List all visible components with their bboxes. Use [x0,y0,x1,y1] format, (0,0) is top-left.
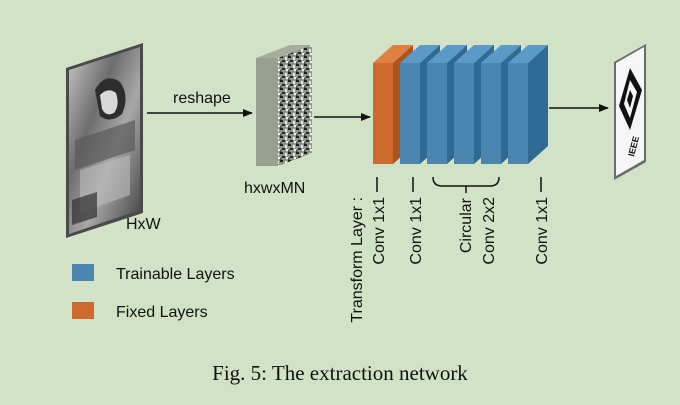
circular-bracket [432,176,500,187]
transform-label-line2: Conv 1x1 [371,197,388,265]
reshape-label: reshape [173,90,231,107]
legend-trainable-label: Trainable Layers [116,266,235,283]
legend-trainable-swatch [72,264,94,281]
legend-fixed-swatch [72,302,94,319]
input-image [66,43,143,238]
conv1-label: Conv 1x1 [408,197,425,265]
circular-label-line1: Circular [458,197,475,253]
reshaped-label: hxwxMN [244,180,305,197]
output-logo-image: IEEE [614,44,646,180]
conv-last-label: Conv 1x1 [534,197,551,265]
reshaped-cube [256,45,312,166]
transform-label-line1: Transform Layer : [349,197,366,323]
figure-caption: Fig. 5: The extraction network [212,361,468,385]
input-label: HxW [126,216,162,233]
circular-label-line2: Conv 2x2 [481,197,498,265]
conv-block-5 [508,45,548,164]
legend-fixed-label: Fixed Layers [116,304,208,321]
